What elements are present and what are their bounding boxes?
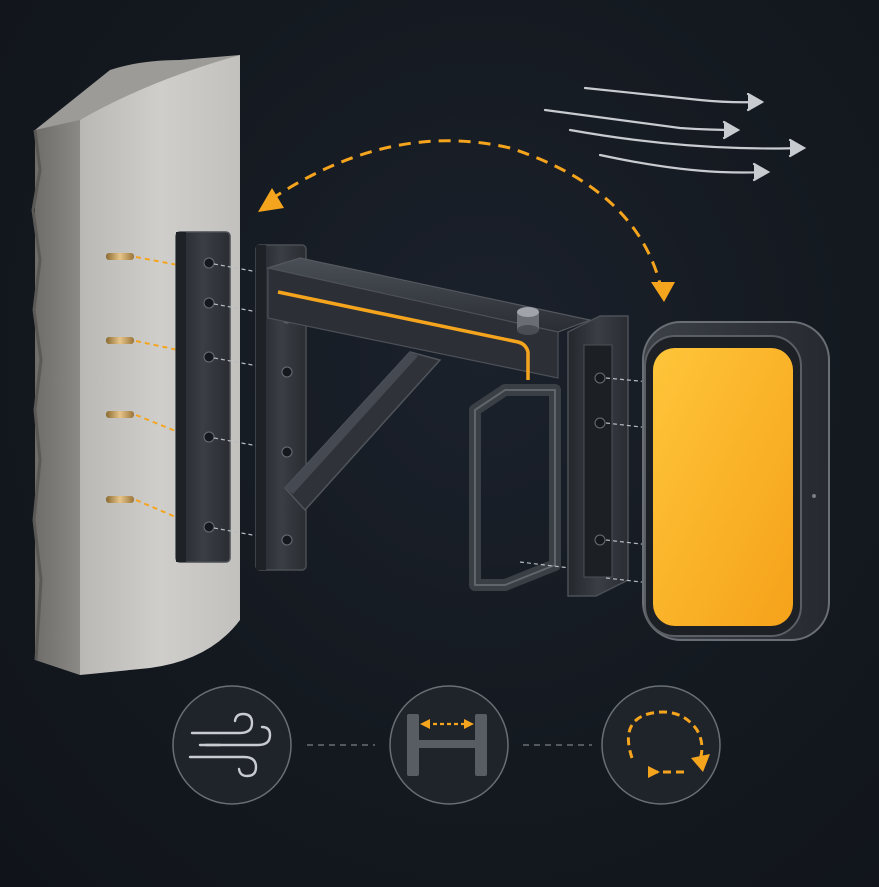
- wall-rough-edge: [31, 129, 43, 661]
- rotation-arrowhead-right: [651, 282, 675, 302]
- arm-accent-stripe: [277, 290, 530, 380]
- wind-arrow: [598, 153, 766, 174]
- adjustment-knob: [517, 307, 539, 335]
- rotation-icon: [601, 685, 721, 805]
- diagonal-brace: [283, 351, 442, 512]
- anchor-bolt: [106, 411, 179, 433]
- wind-arrow: [543, 108, 737, 132]
- sign-mount-plate: [567, 315, 651, 597]
- anchor-bolt: [106, 253, 179, 266]
- bracket-arm-assembly: [255, 244, 651, 597]
- adjustable-width-icon: [389, 685, 509, 805]
- wall-mount-plate: [175, 231, 259, 563]
- feature-icons-row: [172, 685, 721, 805]
- anchor-bolt: [106, 496, 179, 519]
- anchor-bolt: [106, 337, 179, 351]
- wind-load-icon: [172, 685, 292, 805]
- wind-flow-arrows: [543, 86, 807, 182]
- sign-face-panel: [653, 348, 793, 626]
- swing-rotation-arrow: [269, 139, 664, 293]
- anchor-bolts: [106, 253, 179, 519]
- hanger-loop: [469, 384, 561, 591]
- illuminated-sign-box: [642, 321, 830, 641]
- wind-arrow: [583, 86, 760, 104]
- wall-side-face: [35, 95, 80, 675]
- rotation-arrowhead-left: [258, 188, 284, 212]
- wind-arrow: [568, 128, 802, 150]
